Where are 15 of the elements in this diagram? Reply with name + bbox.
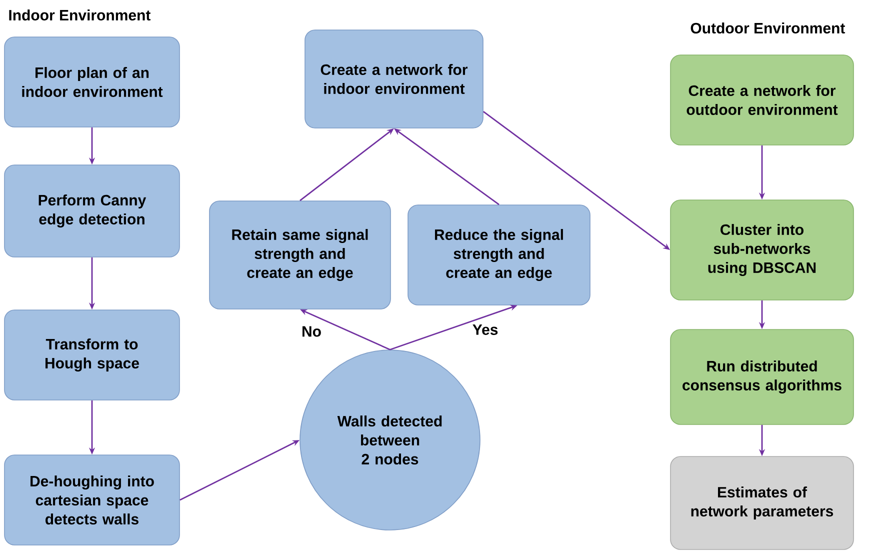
edge-label: Yes — [472, 324, 498, 335]
edge-label: No — [302, 326, 321, 337]
process-box: Transform to Hough space — [4, 310, 180, 400]
process-box: Retain same signal strength and create an edge — [209, 200, 391, 310]
section-heading: Outdoor Environment — [690, 22, 846, 34]
process-box: Reduce the signal strength and create an edge — [408, 204, 590, 306]
process-box: Create a network for outdoor environment — [670, 54, 854, 146]
process-box: Floor plan of an indoor environment — [4, 36, 180, 128]
process-box: Create a network for indoor environment — [304, 30, 484, 128]
process-box: Cluster into sub-networks using DBSCAN — [670, 200, 854, 300]
process-box: De-houghing into cartesian space detects walls — [4, 454, 180, 546]
process-box: Run distributed consensus algorithms — [670, 329, 854, 425]
section-heading: Indoor Environment — [9, 10, 151, 20]
process-box: Perform Canny edge detection — [4, 164, 180, 258]
process-box: Estimates of network parameters — [670, 456, 854, 550]
